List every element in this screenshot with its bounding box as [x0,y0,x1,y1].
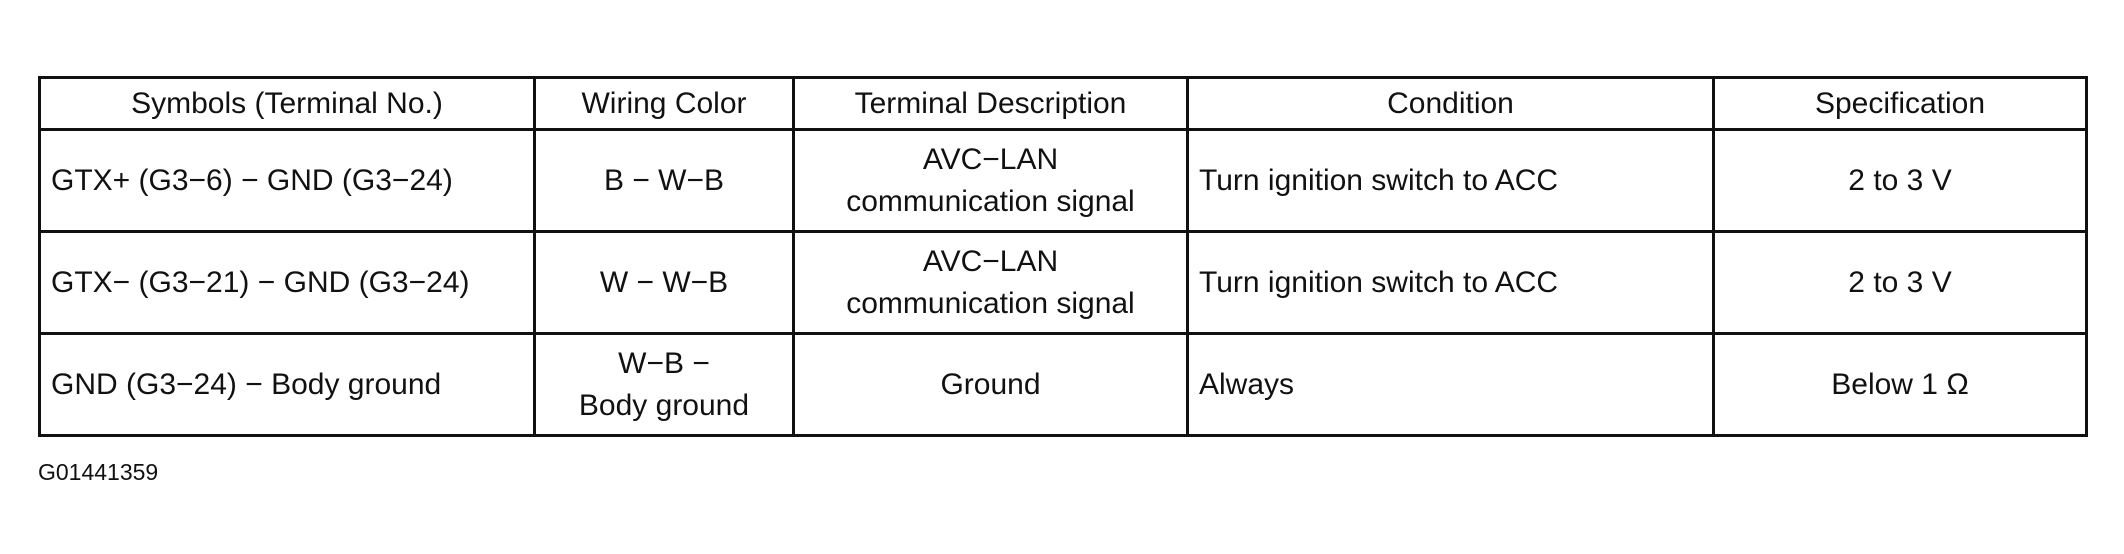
terminal-description-line: AVC−LAN [922,142,1059,176]
cell-symbols: GTX− (G3−21) − GND (G3−24) [38,230,536,335]
terminal-description-line: communication signal [846,184,1135,218]
wiring-color-line: B − W−B [603,163,725,197]
header-condition: Condition [1186,76,1715,131]
terminal-description-line: Ground [940,367,1041,401]
cell-specification: 2 to 3 V [1712,128,2088,233]
table-row: GTX− (G3−21) − GND (G3−24) W − W−B AVC−L… [38,230,2088,335]
wiring-color-line: W − W−B [599,265,729,299]
cell-symbols: GTX+ (G3−6) − GND (G3−24) [38,128,536,233]
cell-specification: Below 1 Ω [1712,332,2088,437]
header-terminal-description: Terminal Description [792,76,1189,131]
header-symbols: Symbols (Terminal No.) [38,76,536,131]
cell-wiring-color: W−B − Body ground [533,332,795,437]
terminal-description-line: communication signal [846,286,1135,320]
cell-terminal-description: Ground [792,332,1189,437]
wiring-color-line: Body ground [578,388,750,422]
cell-condition: Turn ignition switch to ACC [1186,128,1715,233]
cell-terminal-description: AVC−LAN communication signal [792,128,1189,233]
cell-condition: Turn ignition switch to ACC [1186,230,1715,335]
figure-id: G01441359 [38,459,159,485]
table-row: GND (G3−24) − Body ground W−B − Body gro… [38,332,2088,437]
terminal-spec-table: Symbols (Terminal No.) Wiring Color Term… [38,76,2088,437]
cell-wiring-color: B − W−B [533,128,795,233]
cell-symbols: GND (G3−24) − Body ground [38,332,536,437]
cell-wiring-color: W − W−B [533,230,795,335]
cell-specification: 2 to 3 V [1712,230,2088,335]
table-header-row: Symbols (Terminal No.) Wiring Color Term… [38,76,2088,131]
cell-terminal-description: AVC−LAN communication signal [792,230,1189,335]
header-specification: Specification [1712,76,2088,131]
table-row: GTX+ (G3−6) − GND (G3−24) B − W−B AVC−LA… [38,128,2088,233]
header-wiring-color: Wiring Color [533,76,795,131]
wiring-color-line: W−B − [618,346,710,380]
cell-condition: Always [1186,332,1715,437]
terminal-description-line: AVC−LAN [922,244,1059,278]
